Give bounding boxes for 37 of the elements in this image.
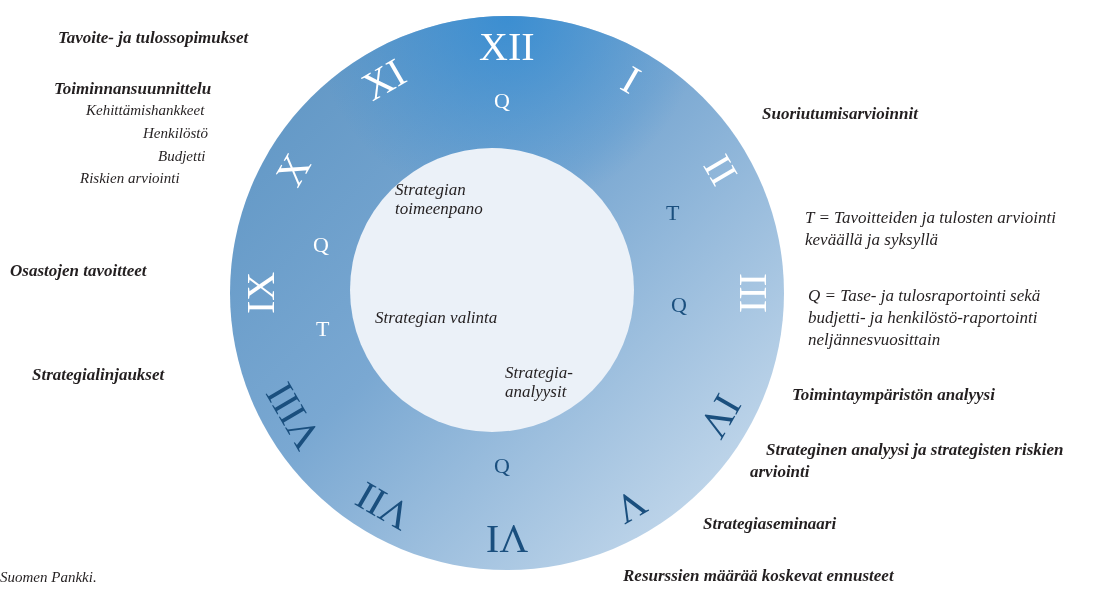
roman-numeral: V	[607, 481, 653, 531]
roman-numeral: VI	[486, 519, 529, 559]
roman-numeral: IV	[692, 387, 748, 445]
heading-text: Tavoite- ja tulossopimukset	[58, 28, 249, 48]
item-text: Kehittämishankkeet	[86, 102, 205, 119]
heading-text: Strategiaseminaari	[703, 514, 837, 534]
stage-text: Strategian valinta	[375, 308, 499, 327]
marker-letter: T	[666, 202, 680, 224]
item-text: Suomen Pankki.	[0, 569, 97, 586]
marker-letter: Q	[494, 455, 510, 477]
inner-circle	[350, 148, 634, 432]
stage-text: Strategian toimeenpano	[395, 180, 484, 218]
heading-text: Suoriutumisarvioinnit	[762, 104, 918, 124]
heading-text: Toimintaympäristön analyysi	[792, 385, 995, 405]
marker-letter: Q	[494, 90, 510, 112]
heading-text: Strateginen analyysi ja strategisten riskien arviointi	[750, 439, 1065, 483]
roman-numeral: II	[695, 148, 744, 192]
item-text: Riskien arviointi	[80, 170, 180, 187]
note-text: Q = Tase- ja tulosraportointi sekä budjetti- ja henkilöstö-raportointi neljännesvuosittain	[808, 285, 1042, 351]
item-text: Budjetti	[158, 148, 206, 165]
roman-numeral: X	[269, 147, 319, 193]
note-text: T = Tavoitteiden ja tulosten arviointi keväällä ja syksyllä	[805, 207, 1057, 251]
heading-text: Strategialinjaukset	[32, 365, 165, 385]
item-text: Henkilöstö	[143, 125, 208, 142]
heading-text: Resurssien määrää koskevat ennusteet	[623, 566, 894, 586]
roman-numeral: IX	[241, 271, 282, 315]
marker-letter: Q	[313, 234, 329, 256]
roman-numeral: VII	[349, 474, 418, 538]
marker-letter: Q	[671, 294, 687, 316]
roman-numeral: III	[733, 273, 773, 313]
roman-numeral: XII	[479, 27, 535, 67]
stage-text: Strategia-analyysit	[505, 363, 574, 401]
heading-text: Toiminnansuunnittelu	[54, 79, 212, 99]
heading-text: Osastojen tavoitteet	[10, 261, 147, 281]
roman-numeral: I	[614, 59, 646, 101]
roman-numeral: XI	[355, 52, 413, 108]
marker-letter: T	[316, 318, 330, 340]
